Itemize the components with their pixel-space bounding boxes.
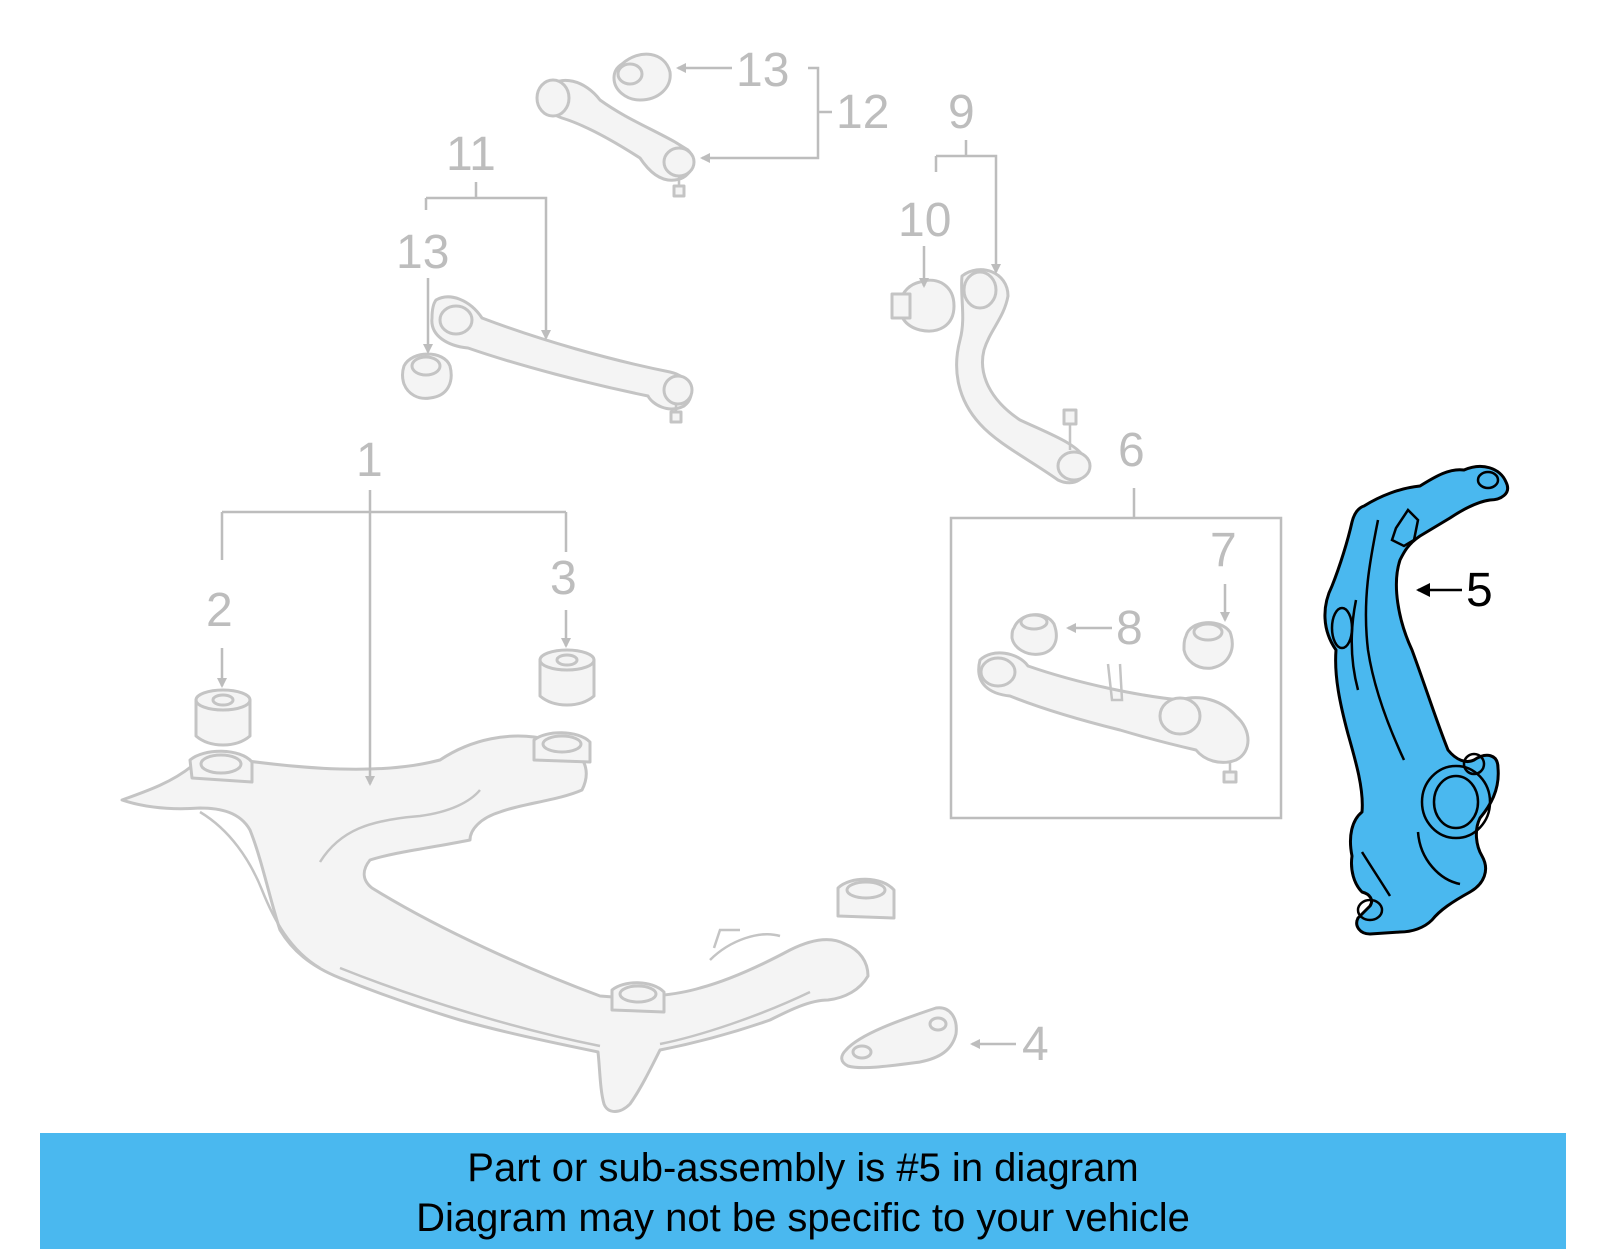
callout-12: 12 [836,86,889,139]
leader-lines [217,63,1230,1049]
part-8-bushing [1010,613,1058,656]
part-13-bushing-left [401,352,453,400]
callout-13-top: 13 [736,44,789,97]
callout-9: 9 [948,86,975,139]
part-11-upper-link [430,295,694,424]
part-4-bracket [840,1006,958,1070]
part-12-upper-arm [535,78,696,198]
part-3-bushing [538,648,596,707]
callout-11: 11 [446,128,496,181]
callout-8: 8 [1116,602,1143,655]
part-9-curved-arm [955,268,1092,485]
part-1-subframe [120,731,896,1113]
caption-line-1: Part or sub-assembly is #5 in diagram [467,1146,1139,1190]
callout-4: 4 [1022,1018,1049,1071]
callout-5: 5 [1466,564,1493,617]
callout-2: 2 [206,584,233,637]
caption-line-2: Diagram may not be specific to your vehi… [416,1196,1190,1240]
callout-6: 6 [1118,424,1145,477]
caption-banner: Part or sub-assembly is #5 in diagram Di… [40,1133,1566,1249]
part-10-bushing [890,278,956,333]
callout-7: 7 [1210,524,1237,577]
group-6-frame [949,516,1283,820]
callout-1: 1 [356,434,383,487]
part-2-bushing [194,688,252,747]
callout-13-left: 13 [396,226,449,279]
part-6-lower-arm [977,651,1250,784]
callout-10: 10 [898,194,951,247]
callout-3: 3 [550,552,577,605]
part-5-steering-knuckle [1323,465,1509,936]
part-7-bushing [1182,621,1234,670]
part-13-bushing-top [612,52,672,102]
